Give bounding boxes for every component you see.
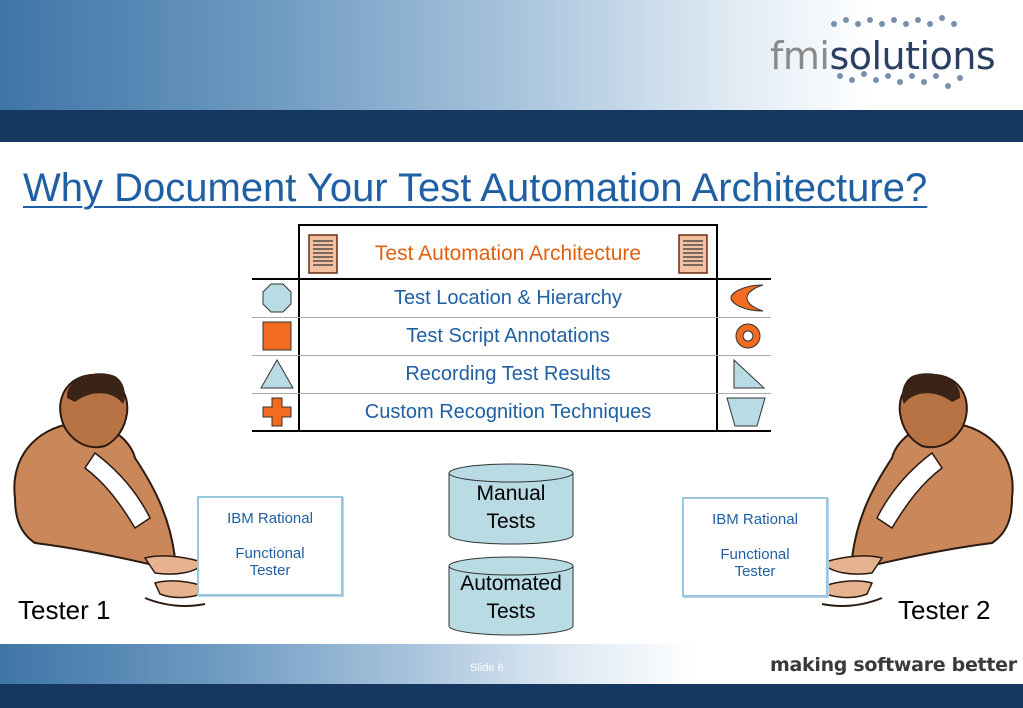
architecture-row: Test Location & Hierarchy bbox=[252, 280, 771, 317]
header-band bbox=[0, 0, 1023, 110]
ring-icon bbox=[735, 323, 761, 349]
repository-label: Tests bbox=[486, 600, 536, 623]
logo-text-solutions: solutions bbox=[829, 34, 996, 78]
logo-dots-icon bbox=[831, 15, 963, 89]
architecture-row-label: Recording Test Results bbox=[298, 356, 718, 393]
architecture-divider-top bbox=[252, 278, 771, 280]
architecture-row: Recording Test Results bbox=[252, 355, 771, 393]
document-icon-left bbox=[308, 234, 338, 274]
ibm-rational-functional-tester-box-2: IBM Rational Functional Tester bbox=[682, 497, 828, 597]
tester-1-label: Tester 1 bbox=[18, 595, 111, 625]
square-icon bbox=[262, 321, 292, 351]
architecture-row-label: Custom Recognition Techniques bbox=[298, 394, 718, 431]
tester-2-illustration bbox=[815, 373, 1014, 607]
slide-number: Slide 6 bbox=[470, 662, 504, 674]
cross-icon bbox=[262, 397, 292, 427]
trapezoid-icon bbox=[726, 397, 766, 427]
architecture-row: Test Script Annotations bbox=[252, 317, 771, 355]
document-icon-right bbox=[678, 234, 708, 274]
automated-tests-cylinder: Automated Tests bbox=[448, 556, 574, 636]
tool-name-line: Tester bbox=[734, 563, 776, 580]
repository-label: Automated bbox=[460, 572, 562, 595]
footer-navy-stripe bbox=[0, 684, 1023, 708]
architecture-header-cell: Test Automation Architecture bbox=[298, 224, 718, 279]
tester-2-label: Tester 2 bbox=[898, 595, 991, 625]
right-triangle-icon bbox=[733, 359, 766, 389]
octagon-icon bbox=[262, 283, 292, 313]
tool-name-line: Functional bbox=[720, 546, 790, 563]
tool-name-line: Functional bbox=[235, 545, 305, 562]
ibm-rational-functional-tester-box-1: IBM Rational Functional Tester bbox=[197, 496, 343, 596]
architecture-row-label: Test Script Annotations bbox=[298, 318, 718, 355]
logo-text-fmi: fmi bbox=[770, 34, 830, 78]
tester-1-illustration bbox=[13, 373, 212, 607]
tool-name-line: IBM Rational bbox=[712, 511, 798, 528]
database-icon bbox=[448, 463, 574, 545]
architecture-divider-bottom bbox=[252, 430, 771, 432]
repository-label: Tests bbox=[486, 510, 536, 533]
crescent-icon bbox=[730, 284, 764, 312]
fmi-solutions-logo: fmisolutions bbox=[770, 14, 996, 94]
repository-label: Manual bbox=[476, 482, 546, 505]
database-icon bbox=[448, 556, 574, 636]
triangle-icon bbox=[260, 359, 294, 389]
architecture-row-label: Test Location & Hierarchy bbox=[298, 280, 718, 317]
header-navy-stripe bbox=[0, 110, 1023, 142]
architecture-header-label: Test Automation Architecture bbox=[374, 242, 642, 265]
footer-tagline: making software better bbox=[770, 654, 1017, 676]
footer-band bbox=[0, 644, 1023, 684]
manual-tests-cylinder: Manual Tests bbox=[448, 463, 574, 545]
tool-name-line: IBM Rational bbox=[227, 510, 313, 527]
architecture-row: Custom Recognition Techniques bbox=[252, 393, 771, 431]
tool-name-line: Tester bbox=[249, 562, 291, 579]
slide-title: Why Document Your Test Automation Archit… bbox=[23, 166, 928, 210]
